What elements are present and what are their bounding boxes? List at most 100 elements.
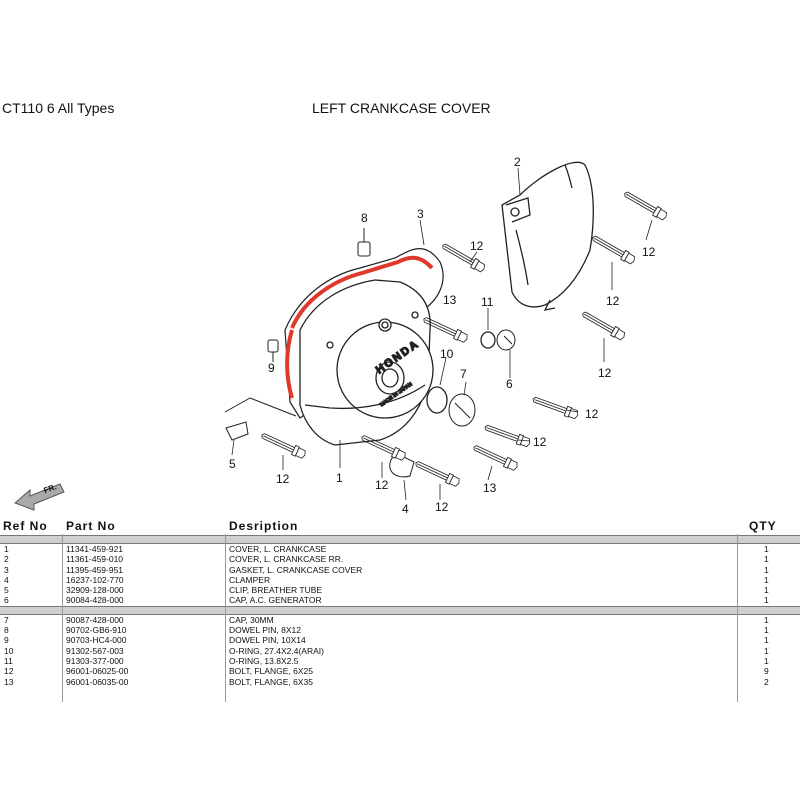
- o-ring-27: [426, 386, 448, 414]
- table-row: 2 11361-459-010 COVER, L. CRANKCASE RR. 1: [0, 554, 800, 564]
- row-part-no: 90087-428-000: [66, 614, 124, 625]
- table-row: 6 90084-428-000 CAP, A.C. GENERATOR 1: [0, 595, 800, 605]
- callout-12-h: 12: [375, 478, 389, 492]
- row-ref-no: 6: [4, 595, 9, 606]
- row-qty: 1: [764, 564, 769, 575]
- row-ref-no: 9: [4, 635, 9, 646]
- table-row: 1 11341-459-921 COVER, L. CRANKCASE 1: [0, 544, 800, 554]
- table-header: Ref No Part No Desription QTY: [0, 517, 800, 535]
- row-description: BOLT, FLANGE, 6X35: [229, 676, 313, 687]
- row-qty: 1: [764, 655, 769, 666]
- callout-3: 3: [417, 207, 424, 221]
- table-band-middle: [0, 605, 800, 615]
- row-ref-no: 7: [4, 614, 9, 625]
- header-qty: QTY: [749, 519, 777, 533]
- rear-cover-part: [501, 161, 594, 311]
- row-ref-no: 2: [4, 554, 9, 565]
- callout-10: 10: [440, 347, 454, 361]
- row-part-no: 90703-HC4-000: [66, 635, 127, 646]
- row-qty: 9: [764, 666, 769, 677]
- row-qty: 1: [764, 544, 769, 554]
- clamper-part: [389, 454, 415, 478]
- row-description: CLIP, BREATHER TUBE: [229, 585, 323, 596]
- header-ref-no: Ref No: [3, 519, 48, 533]
- callout-12-f: 12: [533, 435, 547, 449]
- callout-6: 6: [506, 377, 513, 391]
- callout-13-b: 13: [483, 481, 497, 495]
- row-ref-no: 5: [4, 585, 9, 596]
- header-description: Desription: [229, 519, 299, 533]
- row-part-no: 96001-06035-00: [66, 676, 129, 687]
- row-description: CLAMPER: [229, 574, 271, 585]
- row-qty: 1: [764, 614, 769, 625]
- callout-12-c: 12: [606, 294, 620, 308]
- svg-text:FR.: FR.: [43, 482, 58, 495]
- callout-5: 5: [229, 457, 236, 471]
- callout-8: 8: [361, 211, 368, 225]
- callout-12-i: 12: [435, 500, 449, 514]
- row-description: CAP, A.C. GENERATOR: [229, 595, 322, 606]
- row-qty: 1: [764, 574, 769, 585]
- row-qty: 1: [764, 635, 769, 646]
- bolt-13-b: [471, 442, 520, 473]
- row-part-no: 90084-428-000: [66, 595, 124, 606]
- callout-12-g: 12: [276, 472, 290, 486]
- row-description: GASKET, L. CRANKCASE COVER: [229, 564, 363, 575]
- callout-2: 2: [514, 155, 521, 169]
- header-part-no: Part No: [66, 519, 116, 533]
- row-qty: 1: [764, 645, 769, 656]
- callout-12-a: 12: [470, 239, 484, 253]
- callout-12-b: 12: [642, 245, 656, 259]
- row-description: DOWEL PIN, 8X12: [229, 625, 301, 636]
- row-part-no: 11361-459-010: [66, 554, 124, 565]
- table-band-top: [0, 535, 800, 544]
- row-part-no: 91303-377-000: [66, 655, 124, 666]
- bolt-12-b: [621, 188, 669, 222]
- callout-7: 7: [460, 367, 467, 381]
- row-part-no: 11341-459-921: [66, 544, 124, 554]
- callout-13-a: 13: [443, 293, 457, 307]
- callout-4: 4: [402, 502, 409, 516]
- dowel-pin-8: [357, 241, 371, 257]
- o-ring-13: [480, 331, 496, 349]
- row-part-no: 90702-GB6-910: [66, 625, 127, 636]
- callout-12-e: 12: [585, 407, 599, 421]
- row-ref-no: 8: [4, 625, 9, 636]
- front-arrow: FR.: [14, 482, 65, 511]
- table-row: 13 96001-06035-00 BOLT, FLANGE, 6X35 2: [0, 677, 800, 687]
- row-qty: 1: [764, 595, 769, 606]
- row-ref-no: 13: [4, 676, 14, 687]
- row-description: DOWEL PIN, 10X14: [229, 635, 306, 646]
- row-description: O-RING, 13.8X2.5: [229, 655, 299, 666]
- row-part-no: 16237-102-770: [66, 574, 124, 585]
- row-qty: 1: [764, 585, 769, 596]
- row-description: O-RING, 27.4X2.4(ARAI): [229, 645, 324, 656]
- breather-clip-part: [225, 421, 249, 441]
- bolt-12-i: [413, 458, 462, 489]
- row-qty: 1: [764, 554, 769, 565]
- table-row: 9 90703-HC4-000 DOWEL PIN, 10X14 1: [0, 635, 800, 645]
- dowel-pin-9: [267, 339, 279, 353]
- bolt-12-d: [579, 308, 627, 342]
- callout-1: 1: [336, 471, 343, 485]
- row-qty: 2: [764, 676, 769, 687]
- exploded-parts-diagram: HONDA MADE IN JAPAN: [14, 155, 669, 516]
- crankcase-cover-part: HONDA MADE IN JAPAN: [299, 279, 434, 446]
- callout-11: 11: [481, 295, 494, 309]
- row-description: COVER, L. CRANKCASE RR.: [229, 554, 344, 565]
- row-ref-no: 10: [4, 645, 14, 656]
- table-row: 5 32909-128-000 CLIP, BREATHER TUBE 1: [0, 585, 800, 595]
- row-ref-no: 3: [4, 564, 9, 575]
- cap-30mm-part: [448, 393, 476, 427]
- row-description: COVER, L. CRANKCASE: [229, 544, 327, 554]
- row-ref-no: 1: [4, 544, 9, 554]
- page-title: LEFT CRANKCASE COVER: [312, 100, 491, 116]
- bolt-12-c: [589, 232, 637, 266]
- row-part-no: 32909-128-000: [66, 585, 124, 596]
